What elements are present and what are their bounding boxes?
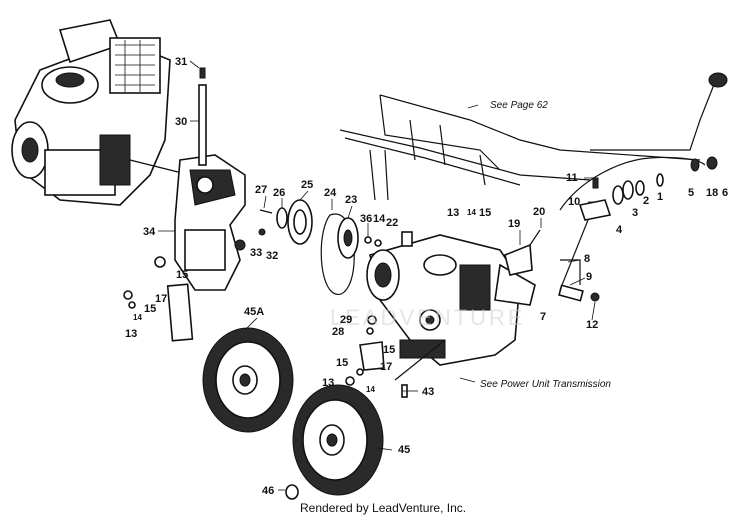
callout-17-left: 17: [155, 293, 167, 305]
callout-labels: 31 30 34 27 26 25 24 23 36 14 22 33 32 1…: [125, 56, 728, 497]
callout-15-top: 15: [479, 207, 491, 219]
drive-pulley: [337, 217, 382, 259]
callout-28: 28: [332, 326, 344, 338]
callout-45a: 45A: [244, 306, 264, 318]
callout-4: 4: [616, 224, 623, 236]
callout-13-lower: 13: [322, 377, 334, 389]
callout-19: 19: [508, 218, 520, 230]
wheel-hardware: [345, 315, 385, 386]
watermark: LEADVENTURE: [330, 305, 526, 330]
callout-14-upper: 14: [373, 213, 386, 225]
callout-11: 11: [566, 172, 578, 184]
callout-14-left: 14: [133, 313, 142, 322]
hub-cap: [285, 484, 299, 500]
callout-25: 25: [301, 179, 313, 191]
footer-credit: Rendered by LeadVenture, Inc.: [300, 501, 466, 515]
engine: [11, 19, 191, 206]
callout-22: 22: [386, 217, 398, 229]
see-page-note: See Page 62: [490, 100, 548, 111]
callout-45: 45: [398, 444, 410, 456]
callout-20: 20: [533, 206, 545, 218]
callout-34: 34: [143, 226, 156, 238]
callout-7: 7: [540, 311, 546, 323]
callout-17-lower: 17: [380, 361, 392, 373]
callout-33: 33: [250, 247, 262, 259]
callout-5: 5: [688, 187, 694, 199]
callout-8: 8: [584, 253, 590, 265]
wheel-45a: [202, 327, 294, 433]
callout-24: 24: [324, 187, 337, 199]
callout-36: 36: [360, 213, 372, 225]
linkage-parts: [578, 156, 718, 221]
wheel-45: [292, 384, 384, 496]
shaft-assembly: [198, 67, 207, 166]
callout-14-lower: 14: [366, 385, 375, 394]
callout-9: 9: [586, 271, 592, 283]
callout-13-top: 13: [447, 207, 459, 219]
callout-15-lower: 15: [336, 357, 348, 369]
callout-15-lower-left: 15: [144, 303, 156, 315]
callout-14-top: 14: [467, 208, 476, 217]
callout-30: 30: [175, 116, 187, 128]
callout-26: 26: [273, 187, 285, 199]
leader-lines: [158, 60, 596, 491]
pulley-assembly: [258, 199, 313, 245]
callout-1: 1: [657, 191, 663, 203]
callout-23: 23: [345, 194, 357, 206]
callout-43: 43: [422, 386, 434, 398]
callout-46: 46: [262, 485, 274, 497]
tiller-frame: [339, 72, 728, 201]
callout-10: 10: [568, 196, 580, 208]
callout-27: 27: [255, 184, 267, 196]
gear-support-housing: [174, 154, 246, 291]
see-transmission-note: See Power Unit Transmission: [480, 379, 611, 390]
transmission: [366, 231, 536, 366]
callout-3: 3: [632, 207, 638, 219]
idler-bracket: [123, 256, 194, 342]
callout-2: 2: [643, 195, 649, 207]
callout-13-left: 13: [125, 328, 137, 340]
callout-29: 29: [340, 314, 352, 326]
callout-18: 18: [706, 187, 718, 199]
callout-12: 12: [586, 319, 598, 331]
callout-32: 32: [266, 250, 278, 262]
callout-31: 31: [175, 56, 187, 68]
control-cable: [559, 156, 706, 211]
callout-15-mid: 15: [383, 344, 395, 356]
callout-6: 6: [722, 187, 728, 199]
callout-15-left: 15: [176, 269, 188, 281]
